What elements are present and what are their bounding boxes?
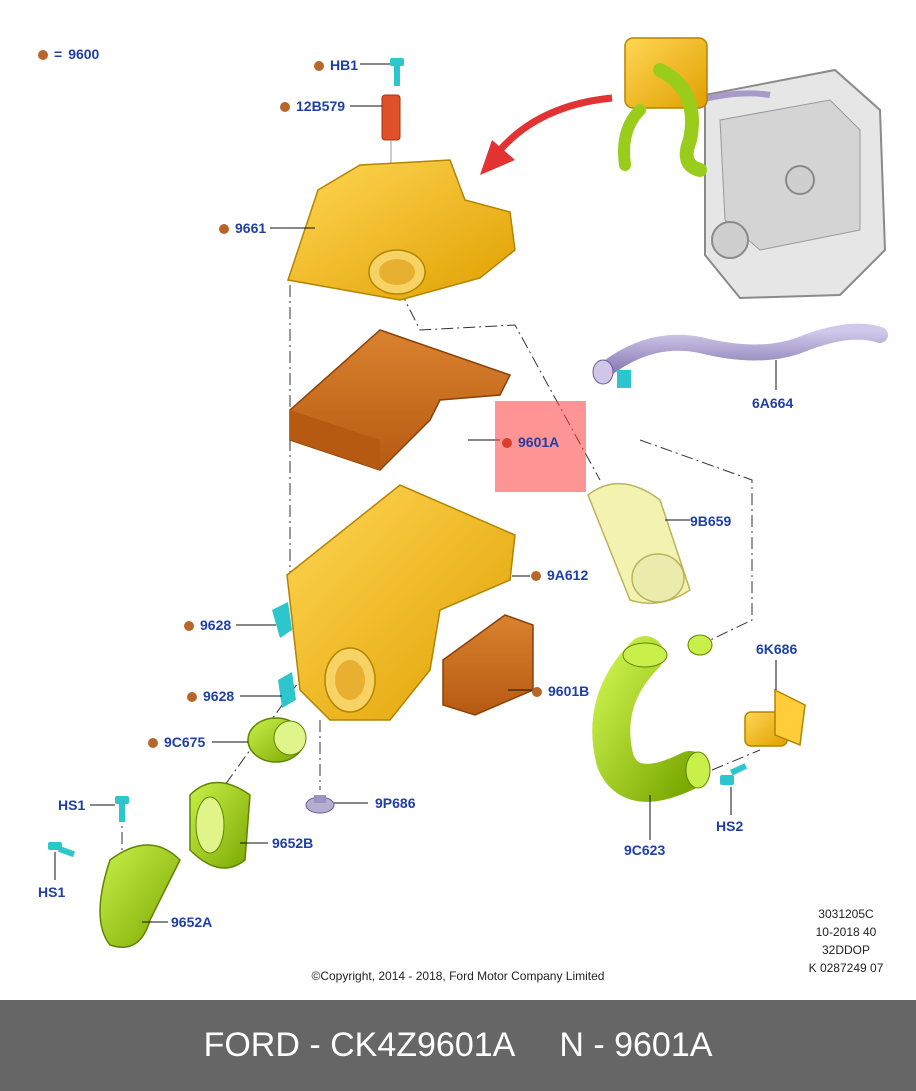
bullet-icon xyxy=(38,50,48,60)
duct-9652a xyxy=(99,844,181,948)
label-9p686: 9P686 xyxy=(375,795,416,811)
bullet-icon xyxy=(531,571,541,581)
reference-line: K 0287249 07 xyxy=(808,961,884,975)
legend-symbol: = xyxy=(54,46,63,62)
bullet-icon xyxy=(187,692,197,702)
bolt-hb1 xyxy=(390,58,404,86)
exploded-parts-diagram xyxy=(48,37,888,948)
copyright-text: ©Copyright, 2014 - 2018, Ford Motor Comp… xyxy=(311,969,605,983)
clip-9628-lower xyxy=(278,672,296,708)
footer-reference: N - 9601A xyxy=(559,1026,713,1064)
label-hs1-top: HS1 xyxy=(58,797,86,813)
ring-9c675 xyxy=(247,717,307,763)
legend: = 9600 xyxy=(38,46,99,62)
label-9661: 9661 xyxy=(219,220,266,236)
label-9c675: 9C675 xyxy=(148,734,205,750)
footer-bar: FORD - CK4Z9601A N - 9601A xyxy=(0,1000,916,1091)
reference-block: 3031205C 10-2018 40 32DDOP K 0287249 07 xyxy=(798,905,894,977)
bullet-icon xyxy=(502,438,512,448)
bullet-icon xyxy=(314,61,324,71)
label-hb1: HB1 xyxy=(314,57,358,73)
label-hs2: HS2 xyxy=(716,818,744,834)
label-9b659: 9B659 xyxy=(690,513,732,529)
label-9652a: 9652A xyxy=(171,914,213,930)
label-9652b: 9652B xyxy=(272,835,314,851)
screw-hs1-top xyxy=(115,796,129,822)
hose-9c623 xyxy=(592,634,713,802)
label-hs1-bottom: HS1 xyxy=(38,884,66,900)
label-9628-lower: 9628 xyxy=(187,688,234,704)
bullet-icon xyxy=(219,224,229,234)
reference-line: 10-2018 40 xyxy=(815,925,877,939)
clip-9628-upper xyxy=(272,602,292,638)
part-9p686 xyxy=(305,795,335,814)
air-cleaner-cover-9661 xyxy=(287,159,516,301)
legend-part: 9600 xyxy=(68,46,100,62)
label-9601b: 9601B xyxy=(532,683,589,699)
resonator-9b659 xyxy=(587,483,691,605)
air-filter-element-9601a xyxy=(289,329,512,471)
label-9601a: 9601A xyxy=(502,434,559,450)
label-9a612: 9A612 xyxy=(531,567,588,583)
bullet-icon xyxy=(148,738,158,748)
part-6k686 xyxy=(744,688,806,747)
engine-illustration xyxy=(618,37,887,300)
air-cleaner-housing-9a612 xyxy=(286,484,516,721)
bullet-icon xyxy=(280,102,290,112)
label-9628-upper: 9628 xyxy=(184,617,231,633)
reference-line: 3031205C xyxy=(818,907,874,921)
label-9c623: 9C623 xyxy=(624,842,666,858)
label-6a664: 6A664 xyxy=(752,395,794,411)
screw-hs1-bottom xyxy=(48,842,76,858)
footer-part-number: FORD - CK4Z9601A xyxy=(203,1026,516,1064)
red-arrow-icon xyxy=(480,94,613,175)
part-9601b xyxy=(442,614,534,716)
screw-hs2 xyxy=(720,763,748,785)
tube-6a664 xyxy=(592,323,888,388)
label-6k686: 6K686 xyxy=(756,641,798,657)
reference-line: 32DDOP xyxy=(821,943,871,957)
bullet-icon xyxy=(532,687,542,697)
bullet-icon xyxy=(184,621,194,631)
label-12b579: 12B579 xyxy=(280,98,345,114)
duct-9652b xyxy=(189,781,251,869)
